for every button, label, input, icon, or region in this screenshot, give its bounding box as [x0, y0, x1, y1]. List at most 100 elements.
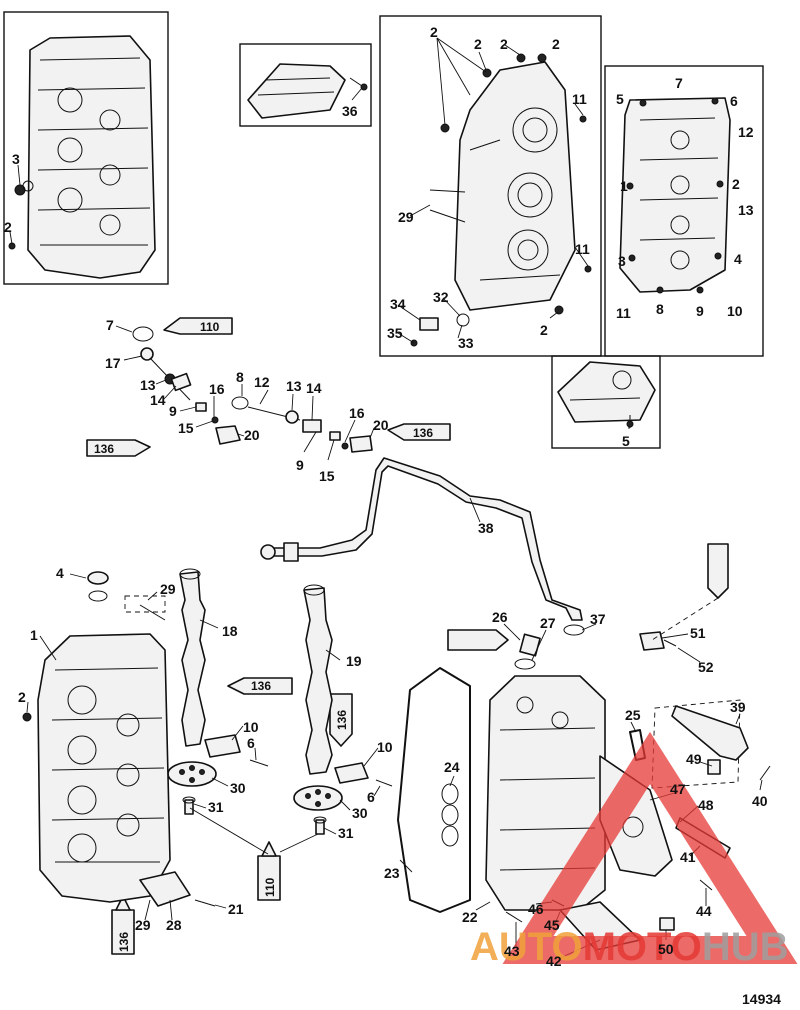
callout: 21 [228, 901, 244, 917]
callout: 14 [150, 392, 166, 408]
bolt-40 [759, 765, 771, 781]
inset-frame-bolt-5 [551, 355, 661, 449]
watermark-triangle-icon [502, 731, 798, 964]
washers-4 [87, 571, 109, 602]
callout: 31 [208, 799, 224, 815]
callout: 28 [166, 917, 182, 933]
plug-seal-24-c [441, 825, 459, 847]
callout: 2 [540, 322, 548, 338]
bracket-28 [139, 871, 191, 907]
cylinder-head-inset-left [8, 35, 156, 279]
tube-label-7: 136 [117, 932, 131, 952]
callout: 5 [622, 433, 630, 449]
camshaft-19 [303, 584, 333, 775]
plug-seal-24-a [441, 783, 459, 805]
callout: 15 [178, 420, 194, 436]
callout: 4 [56, 565, 64, 581]
tube-label-5: 136 [335, 710, 349, 730]
callout: 9 [696, 303, 704, 319]
callout: 42 [546, 953, 562, 969]
callout: 12 [254, 374, 270, 390]
callout: 8 [656, 301, 664, 317]
bolt-6-a [249, 759, 269, 767]
callout: 4 [734, 251, 742, 267]
callout: 13 [738, 202, 754, 218]
callout: 6 [730, 93, 738, 109]
cam-cap-10-b [334, 762, 369, 784]
callout: 2 [552, 36, 560, 52]
callout: 29 [160, 581, 176, 597]
callout: 48 [698, 797, 714, 813]
callout: 2 [732, 176, 740, 192]
callout: 14 [306, 380, 322, 396]
valve-train-group [132, 326, 373, 453]
sealant-tube-3: 136 [387, 423, 451, 441]
callout: 29 [135, 917, 151, 933]
bolt-5-inset [557, 361, 656, 428]
callout: 1 [620, 178, 628, 194]
callout: 16 [349, 405, 365, 421]
callout: 38 [478, 520, 494, 536]
callout: 11 [575, 241, 590, 257]
valve-cover-gasket [397, 667, 471, 913]
callout: 49 [686, 751, 702, 767]
cam-sensor-51 [639, 631, 677, 651]
callout: 22 [462, 909, 478, 925]
callout: 10 [377, 739, 393, 755]
oil-line-tube [267, 457, 583, 621]
callout: 27 [540, 615, 556, 631]
bolt-21 [194, 899, 216, 907]
tube-label-6: 110 [263, 877, 277, 897]
bolt-29 [139, 604, 166, 621]
sealant-tube-8 [707, 543, 729, 599]
tube-label-3: 136 [413, 426, 433, 440]
tube-label-4: 136 [251, 679, 271, 693]
inset-frame-head-top-left [3, 11, 169, 285]
callout: 2 [18, 689, 26, 705]
callout: 17 [105, 355, 121, 371]
tube-leader-sensor [651, 597, 719, 641]
watermark-text-hub: HUB [702, 925, 789, 969]
bolt-36-inset [247, 63, 368, 119]
plug-seal-24-b [441, 804, 459, 826]
callout: 13 [140, 377, 156, 393]
callout: 37 [590, 611, 606, 627]
svg-text:AUTOMOTOHUB: AUTOMOTOHUB [470, 925, 789, 969]
callout: 35 [387, 325, 403, 341]
callout-numbers: 3 2 36 2 2 2 2 11 29 11 34 32 35 33 2 5 … [4, 24, 768, 969]
diagram-number: 14934 [742, 991, 781, 1007]
sealant-tube-2: 136 [86, 439, 151, 457]
inset-frame-head-rear [379, 15, 602, 357]
callout: 34 [390, 296, 406, 312]
callout: 3 [12, 151, 20, 167]
callout: 51 [690, 625, 706, 641]
callout: 2 [474, 36, 482, 52]
callout: 46 [528, 901, 544, 917]
oil-line-fitting [260, 544, 276, 560]
callout: 50 [658, 941, 674, 957]
callout: 11 [616, 305, 631, 321]
callout: 36 [342, 103, 358, 119]
callout: 9 [169, 403, 177, 419]
watermark-text-moto: MOTO [583, 925, 702, 969]
tube-label-2: 136 [94, 442, 114, 456]
bolt-29-leader [124, 595, 166, 613]
dowel-31-b [313, 816, 327, 835]
bolt-6-b [375, 779, 393, 787]
callout: 8 [236, 369, 244, 385]
callout: 20 [244, 427, 260, 443]
callout: 13 [286, 378, 302, 394]
callout: 29 [398, 209, 414, 225]
sealant-tube-1: 110 [163, 317, 233, 335]
callout: 6 [367, 789, 375, 805]
callout: 5 [616, 91, 624, 107]
tube-label-1: 110 [200, 320, 220, 334]
callout: 9 [296, 457, 304, 473]
sealant-tube-6: 110 [257, 841, 281, 901]
oil-control-solenoid-39 [671, 705, 749, 775]
callout: 2 [4, 219, 12, 235]
callout: 23 [384, 865, 400, 881]
callout: 3 [618, 253, 626, 269]
